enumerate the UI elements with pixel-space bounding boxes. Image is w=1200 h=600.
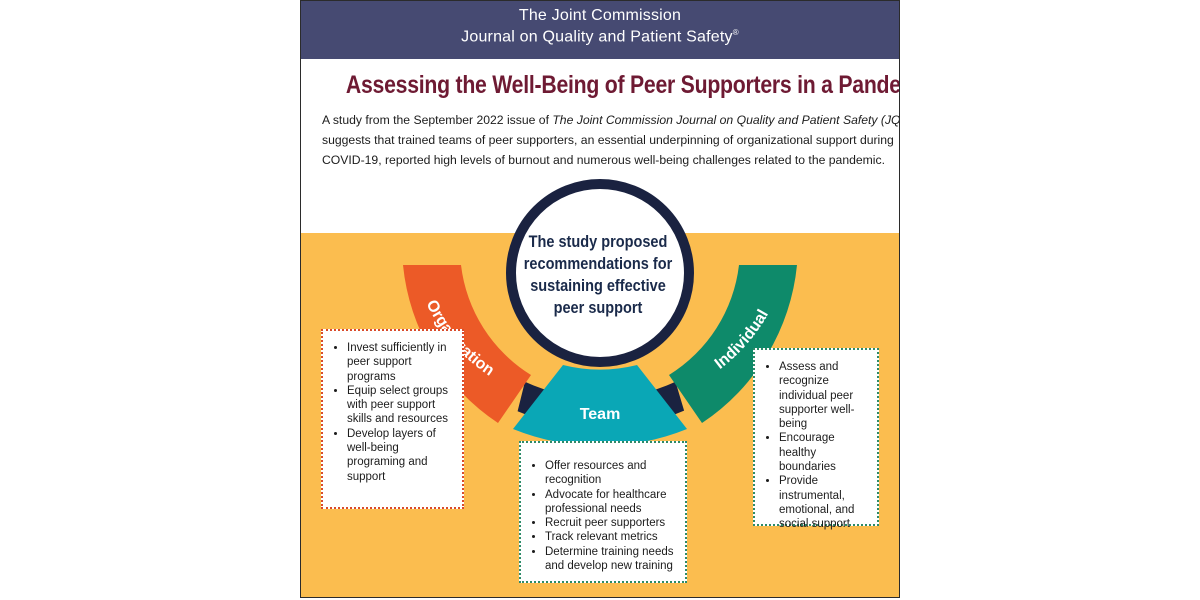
center-line-2: recommendations for: [523, 255, 673, 273]
journal-name-line2: Journal on Quality and Patient Safety®: [301, 28, 899, 46]
team-recommendations-list: Offer resources and recognition Advocate…: [523, 459, 679, 573]
individual-recommendations-list: Assess and recognize individual peer sup…: [757, 360, 871, 532]
list-item: Provide instrumental, emotional, and soc…: [779, 474, 871, 531]
individual-recommendations-box: Assess and recognize individual peer sup…: [753, 348, 879, 530]
intro-journal-italic: The Joint Commission Journal on Quality …: [552, 113, 900, 127]
infographic-card: The Joint Commission Journal on Quality …: [300, 0, 900, 598]
center-statement: The study proposed recommendations for s…: [523, 231, 673, 319]
organization-recommendations-list: Invest sufficiently in peer support prog…: [325, 341, 456, 484]
list-item: Determine training needs and develop new…: [545, 545, 679, 574]
infographic-title: Assessing the Well-Being of Peer Support…: [345, 71, 900, 99]
team-label: Team: [580, 406, 621, 423]
center-ring: [506, 179, 694, 367]
individual-segment: [669, 265, 797, 423]
organization-recommendations-box: Invest sufficiently in peer support prog…: [321, 329, 464, 509]
intro-line-1: A study from the September 2022 issue of…: [322, 110, 899, 130]
team-recommendations-box: Offer resources and recognition Advocate…: [519, 441, 687, 583]
list-item: Invest sufficiently in peer support prog…: [347, 341, 456, 384]
center-line-4: peer support: [553, 299, 643, 317]
list-item: Offer resources and recognition: [545, 459, 679, 488]
organization-segment: [403, 265, 531, 423]
center-line-3: sustaining effective: [530, 277, 666, 295]
list-item: Encourage healthy boundaries: [779, 431, 871, 474]
list-item: Equip select groups with peer support sk…: [347, 384, 456, 427]
registered-mark: ®: [732, 28, 739, 37]
journal-name-line1: The Joint Commission: [518, 7, 682, 24]
list-item: Develop layers of well-being programing …: [347, 427, 456, 484]
intro-line-1-text: A study from the September 2022 issue of: [322, 113, 553, 127]
team-segment: [513, 365, 687, 446]
list-item: Track relevant metrics: [545, 530, 679, 544]
intro-paragraph: A study from the September 2022 issue of…: [322, 110, 899, 170]
list-item: Recruit peer supporters: [545, 516, 679, 530]
intro-line-3: COVID-19, reported high levels of burnou…: [322, 153, 885, 167]
list-item: Assess and recognize individual peer sup…: [779, 360, 871, 431]
center-line-1: The study proposed: [528, 233, 668, 251]
journal-name-line2-text: Journal on Quality and Patient Safety: [461, 28, 733, 46]
journal-header: The Joint Commission Journal on Quality …: [301, 1, 899, 59]
list-item: Advocate for healthcare professional nee…: [545, 488, 679, 517]
intro-line-2: suggests that trained teams of peer supp…: [322, 133, 894, 147]
